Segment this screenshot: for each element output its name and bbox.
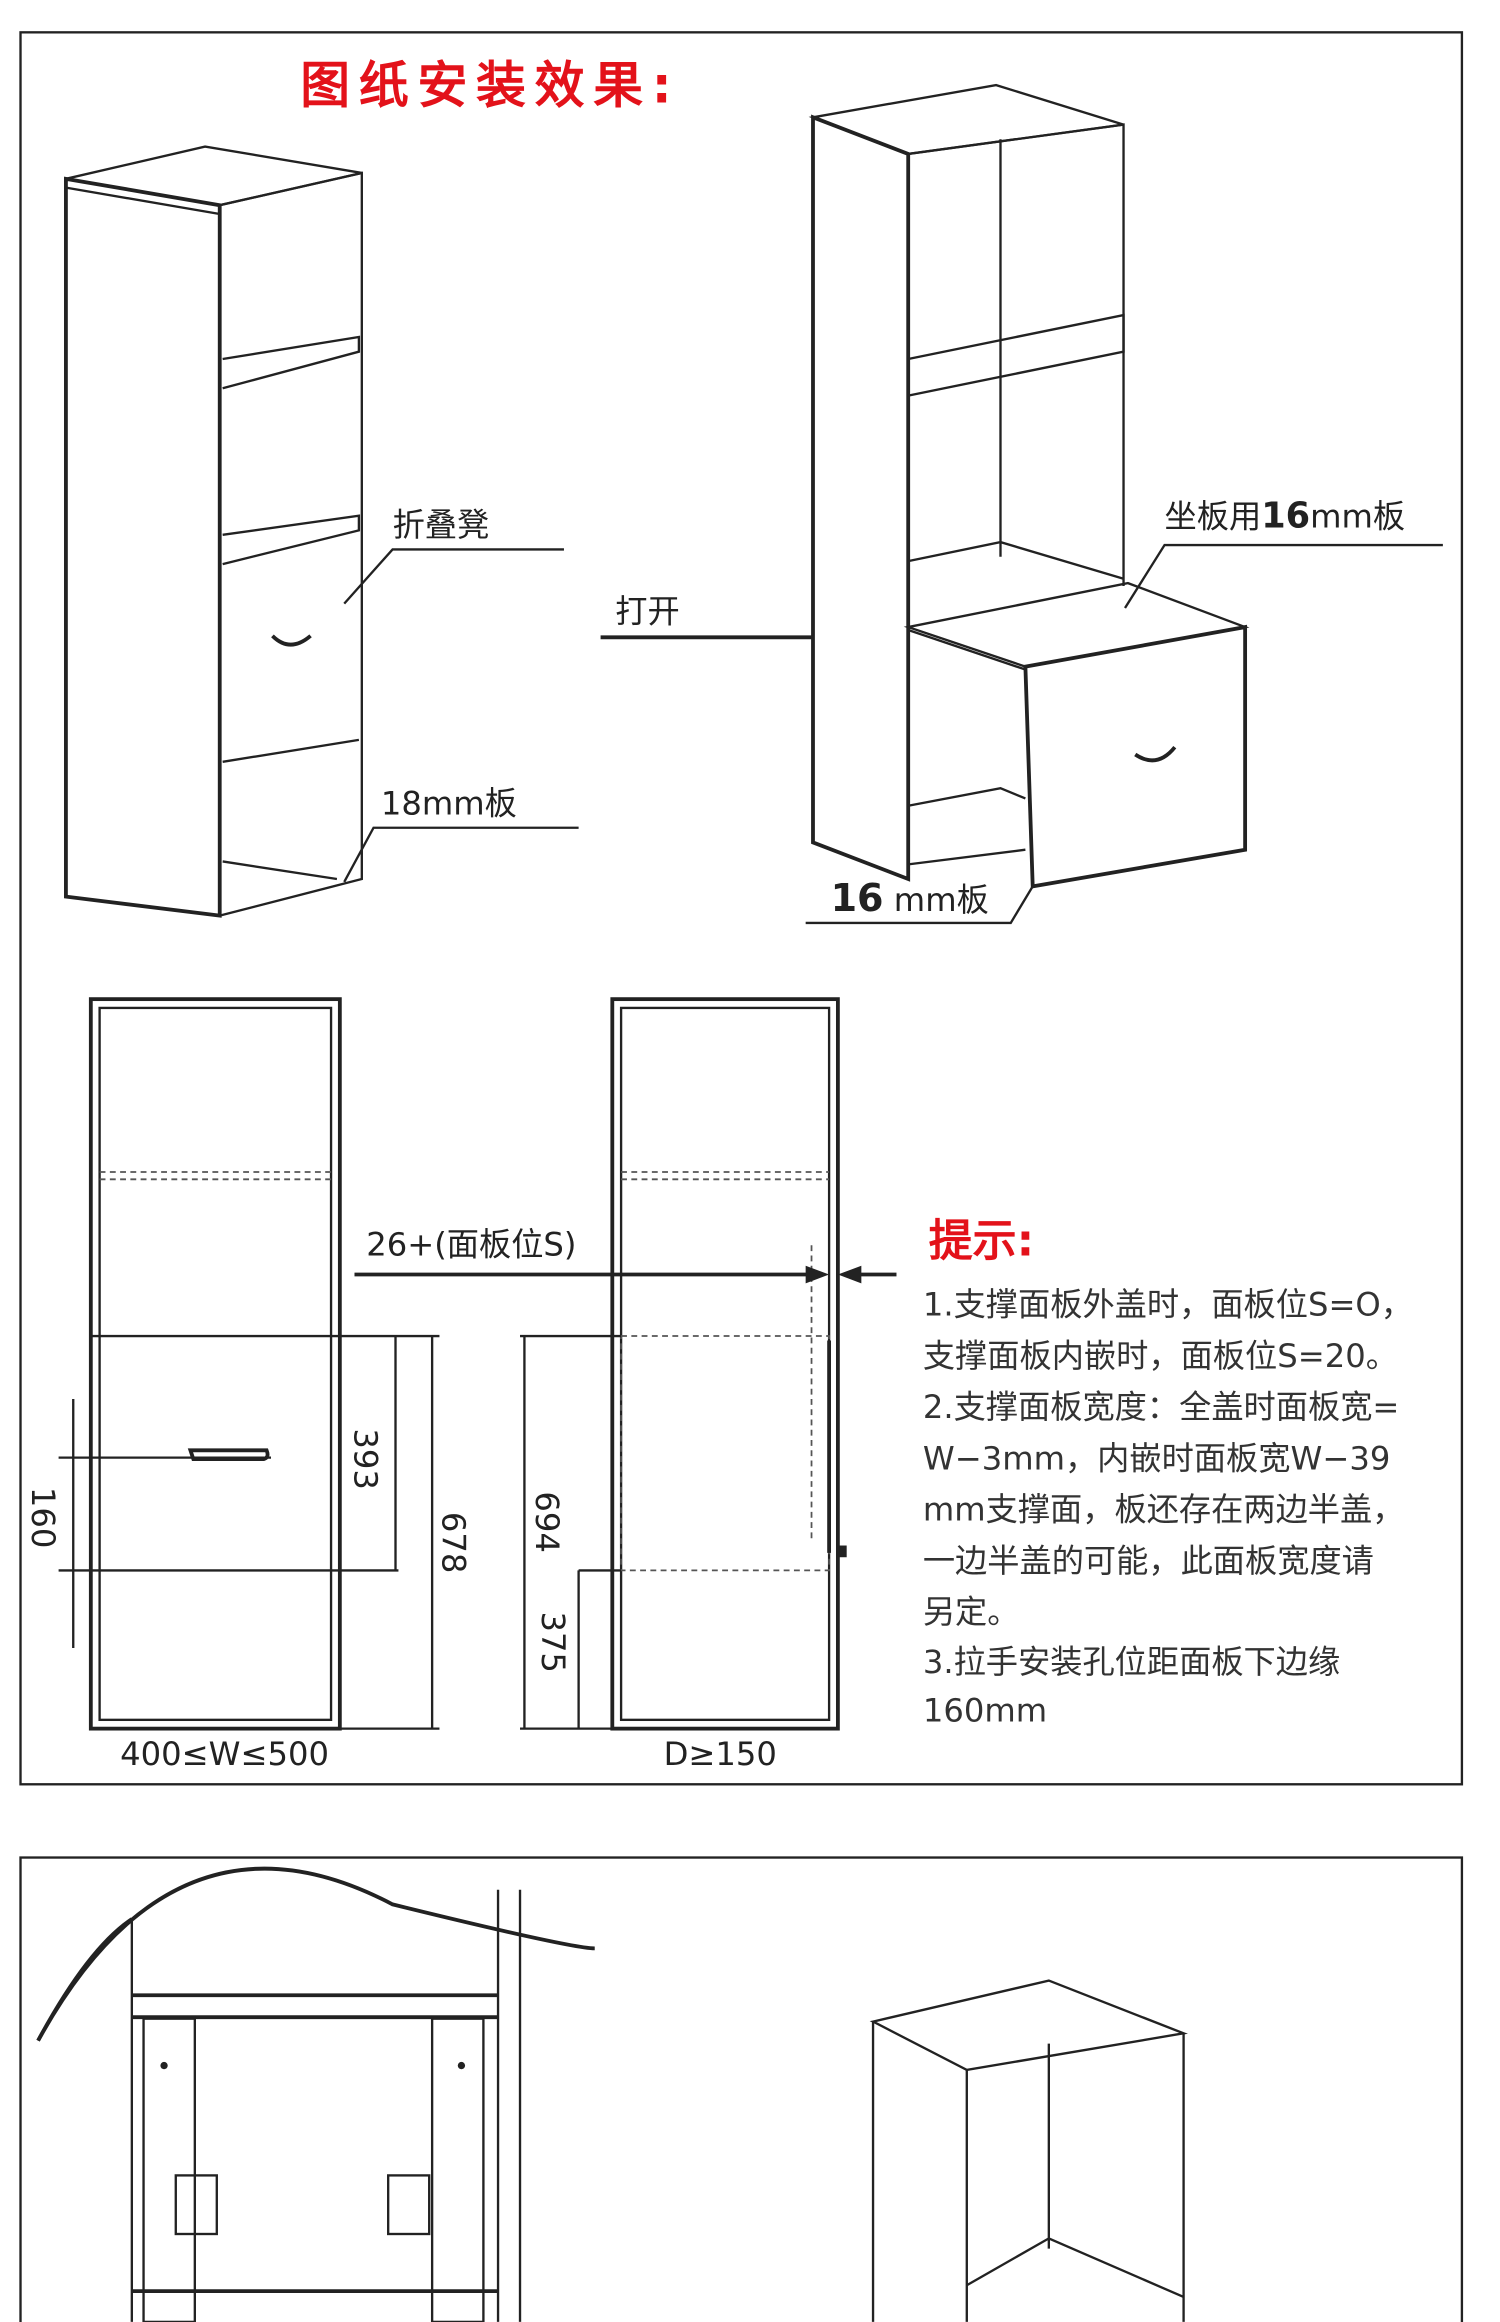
svg-text:2.支撑面板宽度：全盖时面板宽=: 2.支撑面板宽度：全盖时面板宽= <box>923 1388 1400 1426</box>
drawer-handle <box>1134 745 1177 763</box>
side-elevation <box>520 997 847 1731</box>
svg-text:支撑面板内嵌时，面板位S=20。: 支撑面板内嵌时，面板位S=20。 <box>923 1337 1398 1375</box>
label-open: 打开 <box>615 593 679 631</box>
svg-text:3.拉手安装孔位距面板下边缘: 3.拉手安装孔位距面板下边缘 <box>923 1643 1340 1681</box>
dim-694: 694 <box>528 1491 566 1553</box>
label-16mm-board: 16 mm板 <box>831 876 989 920</box>
svg-text:160mm: 160mm <box>923 1691 1047 1729</box>
dim-width-range: 400≤W≤500 <box>120 1735 329 1773</box>
cabinet-open <box>808 83 1250 889</box>
front-elevation <box>58 997 440 1731</box>
dim-160: 160 <box>24 1487 62 1549</box>
dim-678: 678 <box>434 1512 472 1574</box>
label-seat-board: 坐板用16mm板 <box>1165 495 1406 536</box>
svg-text:一边半盖的可能，此面板宽度请: 一边半盖的可能，此面板宽度请 <box>923 1542 1374 1580</box>
dim-393: 393 <box>346 1428 384 1490</box>
tips-title: 提示: <box>929 1215 1034 1266</box>
dim-375: 375 <box>534 1611 572 1673</box>
slide-mechanism-detail <box>36 1866 595 2322</box>
svg-text:另定。: 另定。 <box>923 1593 1020 1631</box>
drawer-handle <box>271 634 312 647</box>
svg-text:W−3mm，内嵌时面板宽W−39: W−3mm，内嵌时面板宽W−39 <box>923 1439 1391 1477</box>
svg-text:1.支撑面板外盖时，面板位S=O，: 1.支撑面板外盖时，面板位S=O， <box>923 1286 1413 1324</box>
svg-text:mm支撑面，板还存在两边半盖，: mm支撑面，板还存在两边半盖， <box>923 1491 1405 1529</box>
label-18mm-board: 18mm板 <box>381 785 517 823</box>
panel-top-frame <box>19 31 1464 1786</box>
dim-offset: 26+(面板位S) <box>366 1225 576 1263</box>
panel-bottom-frame <box>19 1856 1464 2322</box>
page-title: 图纸安装效果: <box>300 57 680 115</box>
tips-block: 提示: 1.支撑面板外盖时，面板位S=O， 支撑面板内嵌时，面板位S=20。 2… <box>923 1215 1413 1729</box>
panel-handle <box>187 1448 270 1461</box>
cabinet-closed <box>64 145 363 918</box>
label-folding-stool: 折叠凳 <box>393 506 490 544</box>
dim-depth: D≥150 <box>664 1735 777 1773</box>
cabinet-small <box>869 1979 1188 2322</box>
